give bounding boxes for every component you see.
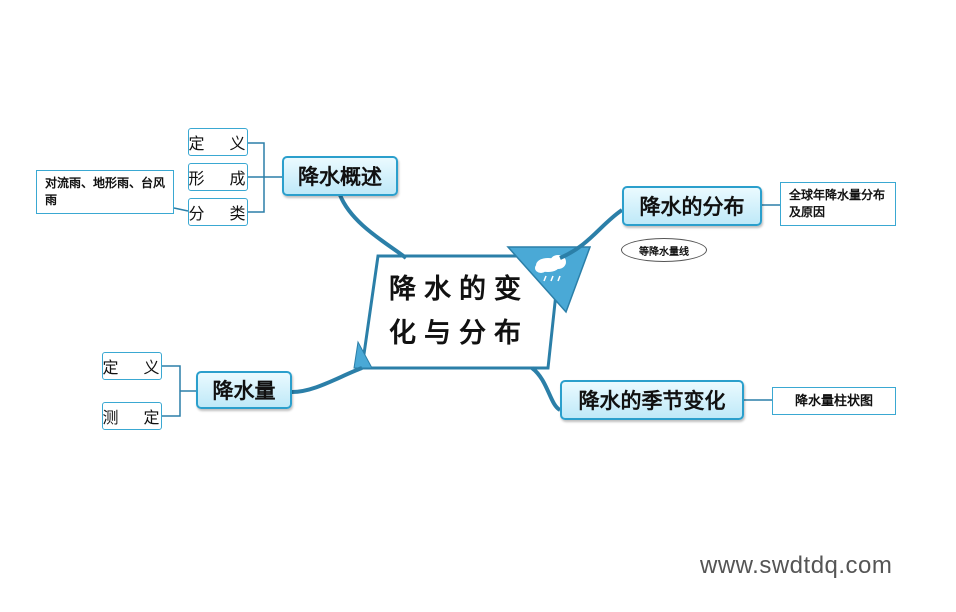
- rain-cloud-triangle-icon: [506, 246, 592, 314]
- overview-child-definition[interactable]: 定 义: [188, 128, 248, 156]
- watermark: www.swdtdq.com: [700, 552, 893, 579]
- center-corner-triangle: [353, 340, 373, 369]
- types-connector: [173, 207, 189, 212]
- branch-line-distribution: [559, 208, 624, 260]
- branch-line-seasonal: [530, 366, 562, 412]
- center-title-line-2: 化与分布: [389, 318, 529, 349]
- branch-overview[interactable]: 降水概述: [282, 156, 398, 196]
- center-node-shape: [360, 254, 562, 370]
- seasonal-note: 降水量柱状图: [772, 387, 896, 415]
- cloud-icon: [535, 255, 566, 282]
- branch-line-overview: [338, 194, 408, 260]
- isohyet-bubble: 等降水量线: [621, 238, 707, 262]
- overview-bracket: [248, 142, 282, 213]
- branch-amount[interactable]: 降水量: [196, 371, 292, 409]
- center-node-title: 降水的变 化与分布: [366, 262, 552, 362]
- amount-child-definition[interactable]: 定 义: [102, 352, 162, 380]
- overview-child-types[interactable]: 分 类: [188, 198, 248, 226]
- distribution-note: 全球年降水量分布及原因: [780, 182, 896, 226]
- center-title-line-1: 降水的变: [389, 274, 529, 305]
- types-note: 对流雨、地形雨、台风雨: [36, 170, 174, 214]
- amount-child-measurement[interactable]: 测 定: [102, 402, 162, 430]
- branch-seasonal[interactable]: 降水的季节变化: [560, 380, 744, 420]
- overview-child-formation[interactable]: 形 成: [188, 163, 248, 191]
- amount-bracket: [162, 365, 196, 417]
- branch-distribution[interactable]: 降水的分布: [622, 186, 762, 226]
- branch-line-amount: [291, 366, 363, 394]
